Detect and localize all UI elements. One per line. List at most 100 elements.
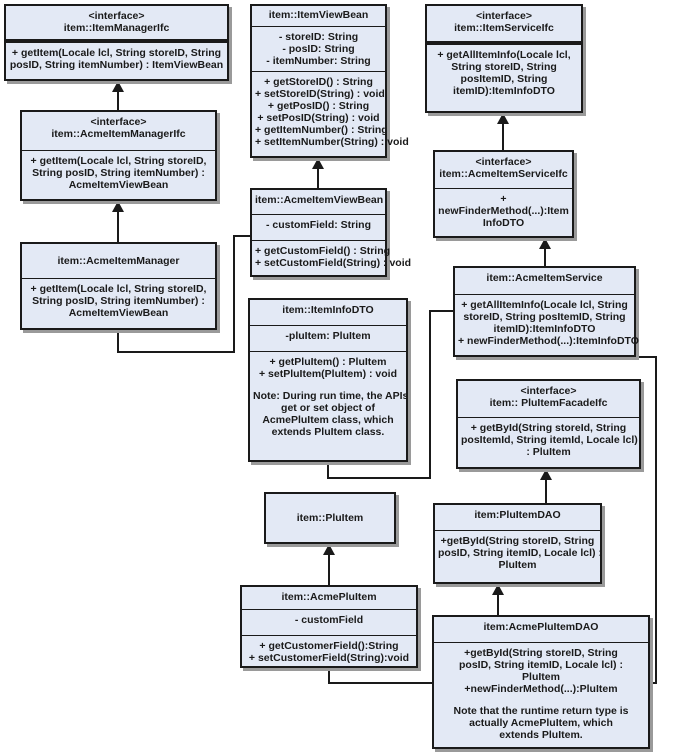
attributes: - customField [242,609,416,635]
class-name: item::PluItem [296,512,364,524]
edge-acme-service-to-item-info-dto [327,310,453,479]
class-header: item::AcmeItemManager [22,244,215,278]
method: + getItem(Locale lcl, String storeID, [30,155,207,167]
method: + setStoreID(String) : void [255,88,385,100]
arrow-head [112,201,124,212]
note-line: extends PluItem class. [271,426,385,438]
class-item-view-bean[interactable]: item::ItemViewBean - storeID: String - p… [250,4,409,158]
class-header: <interface> item::ItemServiceIfc [427,6,581,44]
attributes: - customField: String [252,214,385,240]
note-line: actually AcmePluItem, which [469,717,613,729]
class-name: item::ItemManagerIfc [63,22,170,34]
method: posItemId, String itemId, Locale lcl) [461,434,638,446]
class-header: item::AcmeItemService [455,268,634,294]
arrow-head [540,469,552,480]
class-acme-item-view-bean[interactable]: item::AcmeItemViewBean - customField: St… [250,188,412,277]
attribute: - customField: String [266,219,371,231]
method: + getById(String storeId, String [470,422,627,434]
class-name: item:AcmePluItemDAO [483,621,599,633]
arrow-head [539,238,551,249]
class-header: item::ItemInfoDTO [250,300,406,325]
class-name: item::AcmeItemViewBean [255,194,384,206]
methods: + getStoreID() : String + setStoreID(Str… [252,71,409,152]
class-acme-item-manager-ifc[interactable]: <interface> item::AcmeItemManagerIfc + g… [20,110,217,201]
attributes: - storeID: String - posID: String - item… [252,26,385,71]
method: : PluItem [526,446,571,458]
method: storeID, String posItemID, String [463,311,626,323]
edge-acme-manager-to-acme-view-bean [117,235,250,353]
method: posID, String itemID, Locale lcl) : [459,659,623,671]
class-name: item::AcmeItemServiceIfc [439,168,568,180]
attribute: -pluItem: PluItem [285,330,371,342]
class-item-service-ifc[interactable]: <interface> item::ItemServiceIfc + getAl… [425,4,583,113]
stereotype: <interface> [475,156,532,168]
class-acme-item-service[interactable]: item::AcmeItemService + getAllItemInfo(L… [453,266,639,357]
class-name: item::ItemViewBean [268,9,369,21]
class-item-info-dto[interactable]: item::ItemInfoDTO -pluItem: PluItem + ge… [248,298,408,462]
methods: + getAllItemInfo(Locale lcl, String stor… [427,44,581,101]
class-name: item:PluItemDAO [474,509,561,521]
method: + newFinderMethod(...):ItemInfoDTO [458,335,639,347]
method: + getAllItemInfo(Locale lcl, String [461,299,628,311]
method: + setCustomField(String) : void [255,257,412,269]
attribute: - posID: String [282,43,355,55]
method: String posID, String itemNumber) : [32,295,205,307]
note-line: extends PluItem. [499,729,583,741]
class-header: item::AcmePluItem [242,587,416,609]
method: AcmeItemViewBean [68,179,169,191]
class-header: <interface> item::ItemManagerIfc [6,6,227,42]
class-item-manager-ifc[interactable]: <interface> item::ItemManagerIfc + getIt… [4,4,229,81]
class-header: <interface> item::AcmeItemServiceIfc [435,152,572,188]
method: + setItemNumber(String) : void [255,136,409,148]
methods: + newFinderMethod(...):Item InfoDTO [435,188,572,233]
attribute: - storeID: String [278,31,359,43]
method: + getItemNumber() : String [255,124,388,136]
method: + getCustomerField():String [259,640,399,652]
method: String storeID, String [451,61,557,73]
method: AcmeItemViewBean [68,307,169,319]
arrow-head [497,113,509,124]
methods: +getById(String storeID, String posID, S… [434,642,648,745]
class-acme-plu-item-dao[interactable]: item:AcmePluItemDAO +getById(String stor… [432,615,650,749]
method: PluItem [498,559,537,571]
methods: + getById(String storeId, String posItem… [458,417,639,462]
class-acme-item-manager[interactable]: item::AcmeItemManager + getItem(Locale l… [20,242,217,330]
method: + getItem(Locale lcl, String storeID, [30,283,207,295]
note: Note: During run time, the APIs get or s… [253,390,409,438]
arrow-head [323,544,335,555]
method: posItemID, String [460,73,548,85]
class-name: item::AcmeItemManager [57,255,180,267]
class-acme-item-service-ifc[interactable]: <interface> item::AcmeItemServiceIfc + n… [433,150,574,238]
method: PluItem [522,671,560,683]
class-plu-item-facade-ifc[interactable]: <interface> item:: PluItemFacadeIfc + ge… [456,379,641,469]
stereotype: <interface> [520,385,577,397]
class-header: item::ItemViewBean [252,6,385,26]
attributes: -pluItem: PluItem [250,325,406,351]
class-name: item::AcmeItemService [486,272,603,284]
note-line: Note: During run time, the APIs [253,390,409,402]
methods: + getAllItemInfo(Locale lcl, String stor… [455,294,639,351]
class-plu-item[interactable]: item::PluItem [264,492,396,544]
class-name: item:: PluItemFacadeIfc [489,397,608,409]
class-name: item::AcmeItemManagerIfc [51,128,186,140]
method: InfoDTO [482,217,525,229]
class-name: item::AcmePluItem [281,591,377,603]
method: + getStoreID() : String [264,76,373,88]
arrow-head [492,584,504,595]
method: + getPluItem() : PluItem [269,356,387,368]
class-header: <interface> item::AcmeItemManagerIfc [22,112,215,150]
note-line: AcmePluItem class, which [262,414,394,426]
stereotype: <interface> [88,10,145,22]
arrow-head [112,81,124,92]
class-header: item::AcmeItemViewBean [252,190,385,214]
class-name: item::ItemInfoDTO [282,304,374,316]
class-acme-plu-item[interactable]: item::AcmePluItem - customField + getCus… [240,585,418,668]
class-plu-item-dao[interactable]: item:PluItemDAO +getById(String storeID,… [433,503,602,584]
class-name: item::ItemServiceIfc [454,22,554,34]
method: itemID):ItemInfoDTO [493,323,596,335]
edge-acme-plu-item-to-acme-plu-dao [328,668,432,684]
methods: + getItem(Locale lcl, String storeID, St… [22,278,215,323]
method: + getCustomField() : String [255,245,391,257]
method: String posID, String itemNumber) : [32,167,205,179]
